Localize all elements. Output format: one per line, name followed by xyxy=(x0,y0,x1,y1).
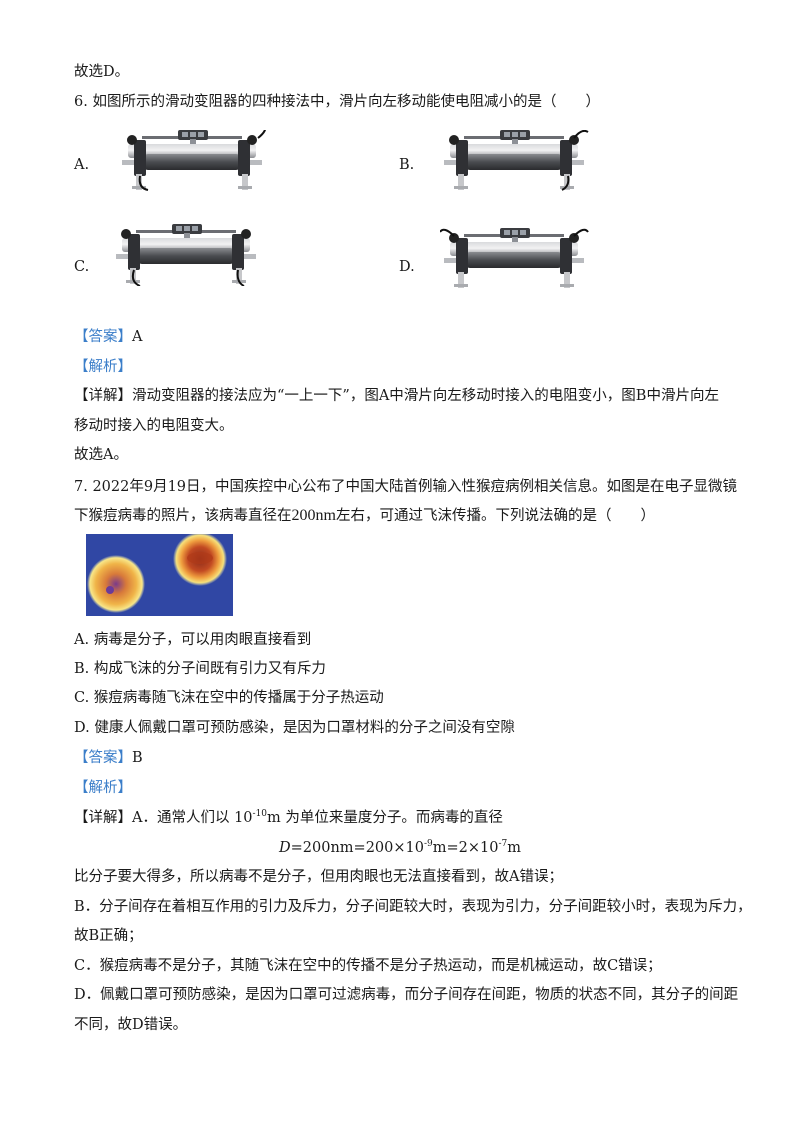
formula-exp2: -7 xyxy=(498,839,508,849)
q7-analysis-tag: 【解析】 xyxy=(74,780,132,796)
q7-option-d: D. 健康人佩戴口罩可预防感染，是因为口罩材料的分子之间没有空隙 xyxy=(74,720,515,736)
q6-answer: 【答案】A xyxy=(74,327,142,347)
q7-formula: D=200nm=200×10-9m=2×10-7m xyxy=(0,838,800,858)
q6-option-c: C. xyxy=(74,259,90,275)
q7-stem-pre: 下猴痘病毒的照片，该病毒直径在 xyxy=(74,508,292,524)
q7-answer-value: B xyxy=(132,750,143,766)
q6-detail-tag: 【详解】 xyxy=(74,388,132,404)
q7-stem-post: 左右，可通过飞沫传播。下列说法确的是（ ） xyxy=(335,508,655,524)
formula-d: D xyxy=(278,840,291,856)
q7-option-a: A. 病毒是分子，可以用肉眼直接看到 xyxy=(74,632,312,648)
q6-detail-line2: 移动时接入的电阻变大。 xyxy=(74,418,234,434)
formula-part4: m xyxy=(507,840,522,856)
q7-answer-tag: 【答案】 xyxy=(74,750,132,766)
q7-detail-b-line1: B．分子间存在着相互作用的引力及斥力，分子间距较大时，表现为引力，分子间距较小时… xyxy=(74,899,752,915)
q7-detail-tag: 【详解】 xyxy=(74,810,132,826)
q7-detail-a-pre: A．通常人们以 10 xyxy=(132,810,253,826)
formula-exp1: -9 xyxy=(423,839,433,849)
rheostat-image-b xyxy=(440,130,589,191)
formula-part3: m=2×10 xyxy=(432,840,499,856)
q6-conclusion: 故选A。 xyxy=(74,447,128,463)
q7-stem-line2: 下猴痘病毒的照片，该病毒直径在200nm左右，可通过飞沫传播。下列说法确的是（ … xyxy=(74,506,655,526)
q7-detail-d-line2: 不同，故D错误。 xyxy=(74,1017,188,1033)
rheostat-image-c xyxy=(112,224,262,286)
q6-answer-value: A xyxy=(132,329,143,345)
q7-detail-b-line2: 故B正确； xyxy=(74,928,143,944)
q6-detail-text1: 滑动变阻器的接法应为“一上一下”，图A中滑片向左移动时接入的电阻变小，图B中滑片… xyxy=(132,388,719,404)
q7-detail-a-exp: -10 xyxy=(252,809,268,819)
rheostat-image-a xyxy=(118,130,266,191)
q7-answer: 【答案】B xyxy=(74,748,143,768)
virus-micrograph xyxy=(86,534,233,616)
q7-detail-c: C．猴痘病毒不是分子，其随飞沫在空中的传播不是分子热运动，而是机械运动，故C错误… xyxy=(74,958,662,974)
top-conclusion: 故选D。 xyxy=(74,64,130,80)
q6-detail-line1: 【详解】滑动变阻器的接法应为“一上一下”，图A中滑片向左移动时接入的电阻变小，图… xyxy=(74,386,719,406)
rheostat-image-d xyxy=(440,228,589,290)
q6-answer-tag: 【答案】 xyxy=(74,329,132,345)
q7-option-b: B. 构成飞沫的分子间既有引力又有斥力 xyxy=(74,661,326,677)
q6-option-d: D. xyxy=(399,259,415,275)
q6-analysis-tag: 【解析】 xyxy=(74,359,132,375)
q7-stem-value: 200nm xyxy=(291,507,336,524)
q7-detail-a-post: m 为单位来量度分子。而病毒的直径 xyxy=(267,810,503,826)
q6-option-a: A. xyxy=(74,157,90,173)
q7-detail-a-line3: 比分子要大得多，所以病毒不是分子，但用肉眼也无法直接看到，故A错误； xyxy=(74,869,563,885)
q7-option-c: C. 猴痘病毒随飞沫在空中的传播属于分子热运动 xyxy=(74,690,384,706)
q7-detail-d-line1: D．佩戴口罩可预防感染，是因为口罩可过滤病毒，而分子间存在间距，物质的状态不同，… xyxy=(74,987,739,1003)
q7-detail-a-line1: 【详解】A．通常人们以 10-10m 为单位来量度分子。而病毒的直径 xyxy=(74,808,503,828)
formula-part2: =200nm=200×10 xyxy=(290,840,424,856)
q6-stem: 6. 如图所示的滑动变阻器的四种接法中，滑片向左移动能使电阻减小的是（ ） xyxy=(74,94,600,110)
q6-option-b: B. xyxy=(399,157,415,173)
q7-stem-line1: 7. 2022年9月19日，中国疾控中心公布了中国大陆首例输入性猴痘病例相关信息… xyxy=(74,479,738,495)
